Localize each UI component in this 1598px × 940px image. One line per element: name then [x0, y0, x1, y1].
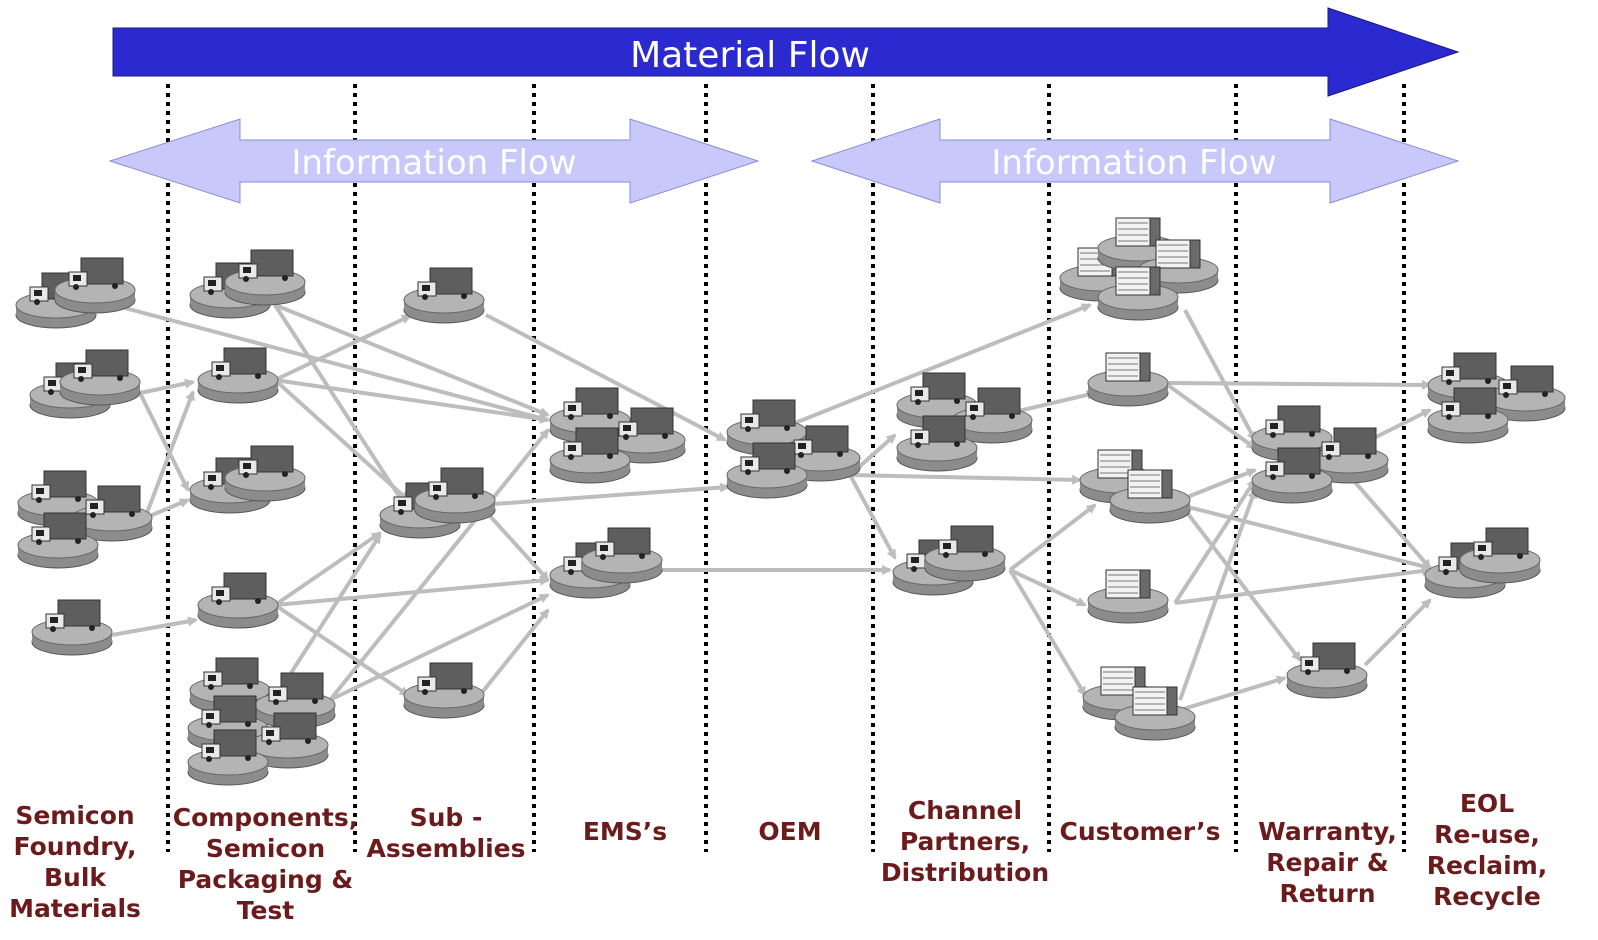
office-building-icon: [1114, 686, 1196, 741]
factory-icon: [896, 415, 978, 472]
information-flow-arrow-right: Information Flow: [810, 118, 1460, 204]
factory-icon: [581, 527, 663, 584]
flow-arrow: [1369, 408, 1432, 442]
factory-icon: [414, 467, 496, 524]
flow-arrow: [1173, 478, 1257, 605]
flow-arrow: [1164, 379, 1432, 390]
flow-arrow: [485, 313, 727, 442]
flow-arrow: [273, 378, 410, 502]
factory-icon: [1307, 427, 1389, 484]
factory-icon: [224, 249, 306, 306]
flow-arrow: [849, 473, 1082, 485]
flow-arrow: [328, 428, 550, 702]
flow-arrow: [1183, 309, 1257, 442]
factory-icon: [1286, 642, 1368, 699]
flow-arrow: [274, 314, 412, 382]
factory-icon: [54, 257, 136, 314]
office-building-icon: [1087, 352, 1169, 407]
factory-icon: [71, 485, 153, 542]
office-building-icon: [1087, 569, 1169, 624]
stage-label-warranty: Warranty, Repair & Return: [1258, 817, 1397, 908]
stage-label-ems: EMS’s: [582, 817, 668, 846]
flow-arrow: [274, 303, 550, 417]
flow-arrow: [1179, 468, 1257, 502]
stage-label-components: Components, Semicon Packaging & Test: [172, 803, 359, 925]
flow-arrow: [1008, 568, 1087, 697]
stage-label-oem: OEM: [758, 817, 822, 846]
flow-arrow: [273, 303, 410, 512]
flow-arrow: [144, 498, 190, 520]
flow-arrow: [1179, 503, 1432, 571]
flow-arrow: [1009, 389, 1097, 415]
stage-label-sub-assemblies: Sub - Assemblies: [366, 803, 526, 863]
flow-arrow: [124, 306, 550, 423]
flow-arrow: [274, 378, 550, 424]
stage-dividers: [166, 84, 1406, 852]
factory-icon: [1427, 387, 1509, 444]
flow-arrow: [789, 303, 1092, 427]
stage-label-foundry: Semicon Foundry, Bulk Materials: [9, 801, 141, 923]
factory-icon: [1459, 527, 1541, 584]
factory-icon: [187, 729, 269, 786]
factory-icon: [403, 267, 485, 324]
supply-chain-nodes: [15, 217, 1566, 786]
flow-arrow: [1183, 508, 1302, 662]
flow-arrow: [111, 616, 198, 637]
office-building-icon: [1109, 469, 1191, 524]
stage-label-channel-partners: Channel Partners, Distribution: [880, 796, 1050, 887]
information-flow-label-left: Information Flow: [291, 143, 576, 183]
stage-label-eol: EOL Re-use, Reclaim, Recycle: [1426, 789, 1548, 911]
flow-arrow: [1178, 488, 1258, 701]
factory-icon: [403, 662, 485, 719]
flow-connections: [111, 303, 1432, 712]
factory-icon: [197, 347, 279, 404]
flow-arrow: [1179, 675, 1287, 712]
information-flow-arrow-left: Information Flow: [108, 118, 760, 204]
factory-icon: [31, 599, 113, 656]
flow-arrow: [329, 593, 550, 702]
factory-icon: [59, 349, 141, 406]
flow-arrow: [139, 378, 195, 395]
flow-arrow: [1163, 381, 1257, 450]
flow-arrow: [848, 474, 897, 560]
flow-arrow: [273, 531, 382, 607]
flow-arrow: [479, 482, 730, 507]
flow-arrow: [1174, 566, 1432, 605]
stage-label-customers: Customer’s: [1059, 817, 1221, 846]
factory-icon: [224, 445, 306, 502]
flow-arrow: [274, 575, 550, 607]
factory-icon: [1251, 447, 1333, 504]
flow-arrow: [143, 390, 195, 519]
flow-arrow: [278, 533, 382, 692]
flow-arrow: [478, 503, 550, 582]
factory-icon: [951, 387, 1033, 444]
factory-icon: [726, 442, 808, 499]
flow-arrow: [138, 392, 190, 492]
office-building-icon: [1097, 266, 1179, 321]
factory-icon: [197, 572, 279, 629]
flow-arrow: [1008, 503, 1097, 572]
material-flow-label: Material Flow: [630, 35, 870, 76]
flow-arrow: [478, 608, 550, 697]
factory-icon: [17, 512, 99, 569]
factory-icon: [924, 525, 1006, 582]
material-flow-arrow: Material Flow: [112, 7, 1460, 97]
factory-icon: [549, 427, 631, 484]
flow-arrow: [1363, 598, 1432, 667]
information-flow-label-right: Information Flow: [991, 143, 1276, 183]
flow-arrow: [1009, 568, 1087, 607]
flow-arrow: [273, 603, 410, 697]
